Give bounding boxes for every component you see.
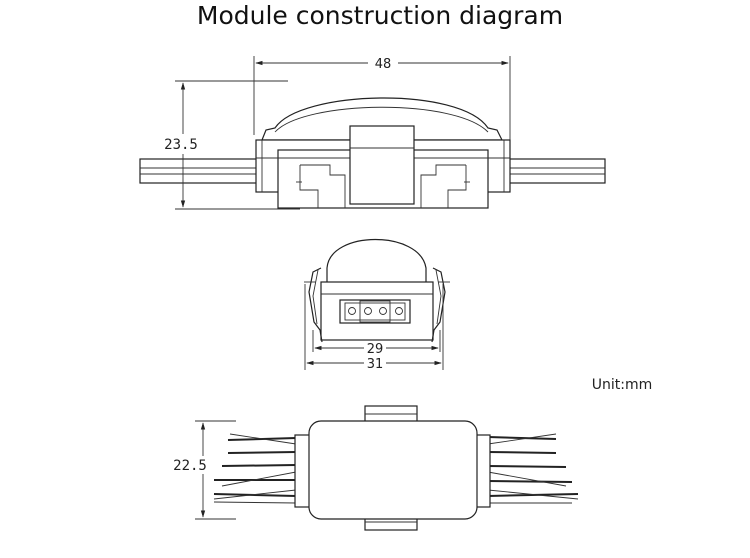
dim-top-width: 48	[375, 57, 392, 72]
diagram-title: Module construction diagram	[197, 1, 563, 30]
dim-top-height: 23.5	[164, 137, 198, 153]
plan-view-body	[308, 420, 478, 520]
unit-label: Unit:mm	[592, 377, 653, 393]
dim-end-inner-width: 29	[367, 342, 384, 357]
plan-view-wires-right	[487, 433, 579, 504]
dim-end-outer-width: 31	[367, 357, 384, 372]
side-view-dome	[261, 97, 503, 141]
end-view-connector	[339, 299, 411, 324]
side-view-cables	[139, 158, 606, 184]
side-view-clip	[349, 125, 415, 205]
side-view: 48 23.5	[139, 56, 606, 210]
plan-view-wires-left	[213, 433, 297, 504]
plan-view: 22.5	[173, 405, 579, 531]
end-view-dome	[326, 239, 427, 282]
end-view: 29 31	[304, 239, 450, 372]
dim-bottom-height: 22.5	[173, 458, 207, 474]
